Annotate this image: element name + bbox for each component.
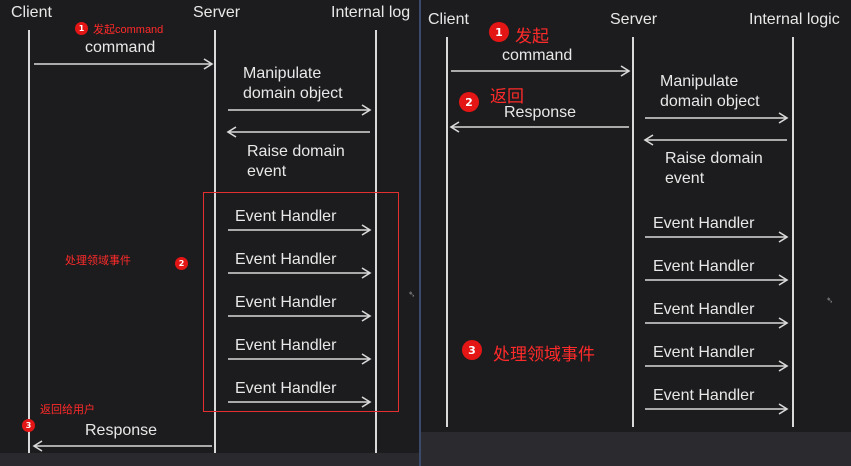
client-header: Client [428, 11, 469, 28]
client-lifeline [28, 30, 30, 453]
raise-line2: event [247, 163, 287, 180]
internal-logic-lifeline [375, 30, 377, 453]
response-arrow [449, 121, 629, 133]
event-handler-arrow [228, 267, 372, 279]
client-lifeline [446, 37, 448, 427]
step-1-badge: 1 [489, 22, 509, 42]
bottom-strip [421, 432, 851, 466]
step-2-note: 处理领域事件 [65, 255, 131, 267]
client-header: Client [11, 4, 52, 21]
response-label: Response [85, 422, 158, 439]
event-handler-label: Event Handler [235, 251, 337, 268]
manipulate-line2: domain object [243, 85, 343, 102]
raise-line1: Raise domain [665, 150, 763, 167]
internal-logic-lifeline [792, 37, 794, 427]
event-handler-arrow [645, 231, 789, 243]
step-2-badge: 2 [175, 257, 188, 270]
event-handler-arrow [228, 353, 372, 365]
response-arrow [32, 440, 212, 452]
server-header: Server [193, 4, 241, 21]
event-handler-arrow [228, 310, 372, 322]
event-handler-label: Event Handler [653, 344, 755, 361]
server-header: Server [610, 11, 658, 28]
manipulate-arrow [228, 104, 372, 116]
raise-line1: Raise domain [247, 143, 345, 160]
server-lifeline [632, 37, 634, 427]
step-3-badge: 3 [22, 419, 35, 432]
internal-logic-header: Internal log [331, 4, 411, 21]
command-label: command [502, 47, 573, 64]
event-handler-arrow [228, 224, 372, 236]
manipulate-line1: Manipulate [660, 73, 739, 90]
event-handler-arrow [645, 317, 789, 329]
panel-divider [419, 0, 421, 466]
event-handler-label: Event Handler [235, 208, 337, 225]
command-label: command [85, 39, 156, 56]
event-handler-label: Event Handler [235, 380, 337, 397]
manipulate-line1: Manipulate [243, 65, 322, 82]
manipulate-line2: domain object [660, 93, 760, 110]
step-1-note: 发起 [515, 27, 549, 46]
raise-line2: event [665, 170, 705, 187]
step-2-badge: 2 [459, 92, 479, 112]
manipulate-arrow [645, 112, 789, 124]
event-handler-label: Event Handler [653, 387, 755, 404]
step-1-note: 发起command [93, 24, 164, 36]
event-handler-label: Event Handler [235, 337, 337, 354]
raise-event-arrow [643, 134, 787, 146]
event-handler-arrow [228, 396, 372, 408]
event-handler-label: Event Handler [653, 258, 755, 275]
event-handler-arrow [645, 274, 789, 286]
event-handler-label: Event Handler [653, 301, 755, 318]
left-diagram-panel: Client Server Internal log 1 发起command c… [0, 0, 419, 453]
right-diagram-panel: Client Server Internal logic 1 发起 comman… [421, 0, 851, 432]
event-handler-label: Event Handler [653, 215, 755, 232]
cursor-icon: ➴ [826, 295, 834, 305]
raise-event-arrow [226, 126, 370, 138]
response-label: Response [504, 104, 577, 121]
step-3-badge: 3 [462, 340, 482, 360]
event-handler-arrow [645, 403, 789, 415]
cursor-icon: ➴ [408, 289, 416, 299]
command-arrow [451, 65, 631, 77]
internal-logic-header: Internal logic [749, 11, 840, 28]
server-lifeline [214, 30, 216, 453]
step-3-note: 处理领域事件 [493, 345, 595, 364]
event-handlers-highlight-box [203, 192, 399, 412]
event-handler-label: Event Handler [235, 294, 337, 311]
command-arrow [34, 58, 214, 70]
step-2-note: 返回 [490, 87, 524, 106]
step-1-badge: 1 [75, 22, 88, 35]
step-3-note: 返回给用户 [40, 404, 95, 416]
event-handler-arrow [645, 360, 789, 372]
